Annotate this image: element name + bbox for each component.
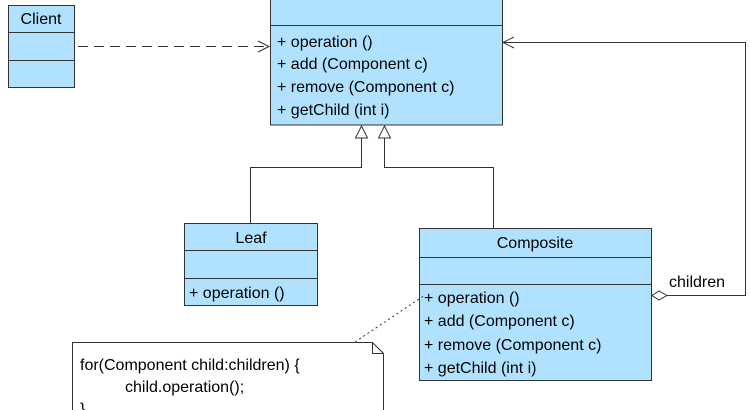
component-method: + add (Component c) — [277, 56, 428, 73]
composite-method: + operation () — [424, 290, 520, 307]
generalization-leaf — [250, 124, 369, 223]
composite-method: + add (Component c) — [424, 313, 575, 330]
code-note[interactable]: for(Component child:children) { child.op… — [72, 294, 426, 410]
note-line: child.operation(); — [125, 379, 244, 396]
note-line: for(Component child:children) { — [80, 357, 300, 374]
component-method: + getChild (int i) — [277, 102, 390, 119]
composite-class[interactable]: Composite + operation () + add (Componen… — [419, 228, 652, 381]
client-name: Client — [21, 11, 62, 28]
children-role-label: children — [669, 274, 725, 291]
note-line: } — [80, 401, 86, 410]
composite-method: + remove (Component c) — [424, 337, 601, 354]
composite-name: Composite — [497, 235, 574, 252]
dependency-arrow — [78, 40, 271, 53]
component-class[interactable]: + operation () + add (Component c) + rem… — [270, 0, 503, 126]
aggregation-diamond-icon — [651, 290, 669, 301]
leaf-method: + operation () — [189, 285, 285, 302]
leaf-class[interactable]: Leaf + operation () — [184, 223, 318, 306]
leaf-name: Leaf — [235, 230, 267, 247]
composite-method: + getChild (int i) — [424, 360, 537, 377]
component-method: + remove (Component c) — [277, 79, 454, 96]
generalization-composite — [377, 124, 494, 228]
client-class[interactable]: Client — [8, 5, 75, 88]
aggregation-children: children — [501, 36, 746, 301]
component-method: + operation () — [277, 34, 373, 51]
